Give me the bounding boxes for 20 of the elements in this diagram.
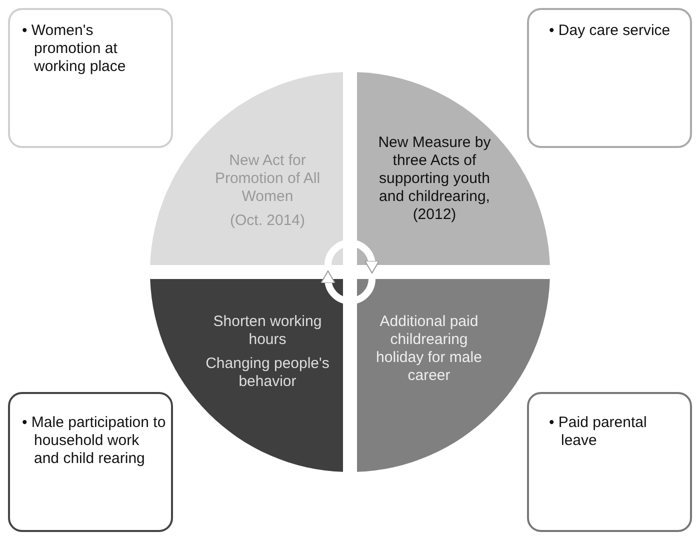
cycle-arrow: [324, 240, 380, 274]
quadrant-segment: [150, 72, 343, 265]
note-box: [527, 8, 692, 148]
cycle-arrow: [320, 270, 376, 304]
quadrant-text: Shorten working hours: [212, 313, 323, 349]
quadrant-text: Additional paid childrearing holiday for male career: [375, 313, 483, 385]
note-box: [527, 392, 692, 532]
bullet-text: • Women's promotion at working place: [22, 22, 127, 76]
quadrant-segment: [150, 279, 343, 472]
bullet-text: • Paid parental leave: [549, 414, 648, 450]
quadrant-segment: [357, 279, 550, 472]
quadrant-segment: [357, 72, 550, 265]
note-box: [8, 392, 173, 532]
quadrant-text: (Oct. 2014): [228, 212, 306, 230]
bullet-text: • Day care service: [549, 22, 672, 40]
bullet-text: • Male participation to household work and child rearing: [22, 414, 167, 468]
quadrant-text: New Act for Promotion of All Women: [214, 152, 322, 206]
note-box: [8, 8, 173, 148]
quadrant-text: New Measure by three Acts of supporting youth and childrearing, (2012): [377, 134, 492, 224]
quadrant-text: Changing people's behavior: [205, 355, 330, 391]
